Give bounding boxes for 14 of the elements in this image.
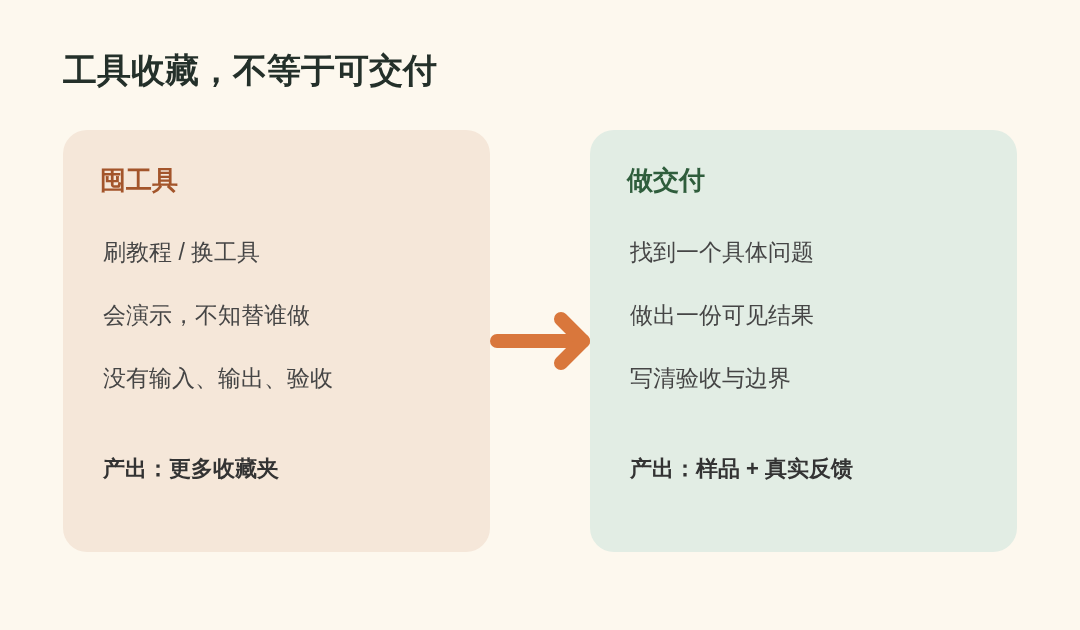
item-text: 做出一份可见结果 [630,301,814,330]
card-heading: 囤工具 [100,164,178,197]
panel-card [63,130,490,552]
page-title: 工具收藏，不等于可交付 [63,50,437,91]
item-text: 会演示，不知替谁做 [103,301,310,330]
output-text: 产出：样品 + 真实反馈 [630,455,854,483]
output-text: 产出：更多收藏夹 [103,455,279,483]
panel-card [590,130,1017,552]
arrow [490,312,590,370]
item-text: 刷教程 / 换工具 [103,238,261,267]
item-text: 写清验收与边界 [630,364,791,393]
item-text: 没有输入、输出、验收 [103,364,333,393]
item-text: 找到一个具体问题 [630,238,814,267]
card-heading: 做交付 [627,164,705,197]
